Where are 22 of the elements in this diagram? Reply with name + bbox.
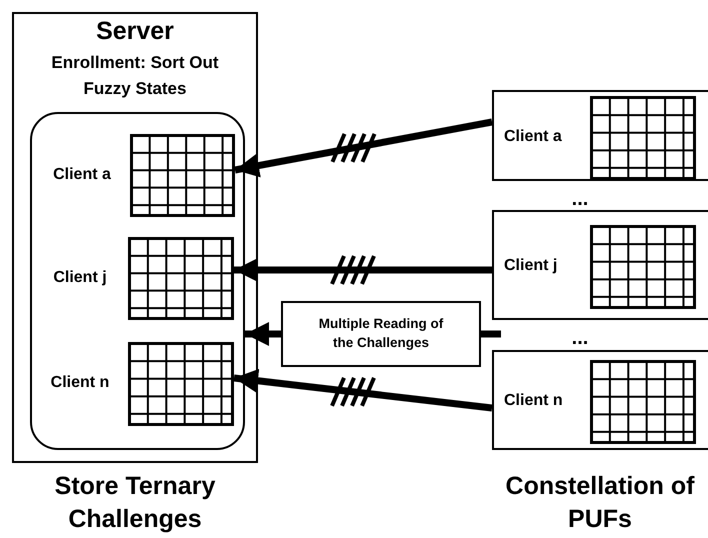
client-box [492, 90, 708, 181]
client-label: Client n [50, 373, 110, 392]
panel-subtitle: Enrollment: Sort Out Fuzzy States [50, 52, 220, 100]
rounded-panel [30, 112, 245, 450]
client-label: Client j [504, 256, 558, 276]
grid-drawing [130, 134, 235, 217]
client-label: Client a [504, 126, 563, 146]
panel-title: Server [95, 16, 175, 46]
client-box [492, 350, 708, 450]
client-label: Client a [52, 164, 112, 184]
process-box [281, 301, 481, 367]
grid-drawing [128, 237, 234, 320]
caption: Constellation of PUFs [504, 471, 696, 534]
client-label: Client j [52, 268, 108, 287]
server-panel [12, 12, 258, 463]
ellipsis-label: ... [570, 187, 590, 212]
grid-drawing [128, 342, 234, 426]
box-label: Multiple Reading of the Challenges [318, 315, 444, 352]
client-label: Client n [504, 391, 564, 410]
client-box [492, 210, 708, 320]
ellipsis-label: ... [570, 326, 590, 351]
caption: Store Ternary Challenges [54, 471, 216, 534]
